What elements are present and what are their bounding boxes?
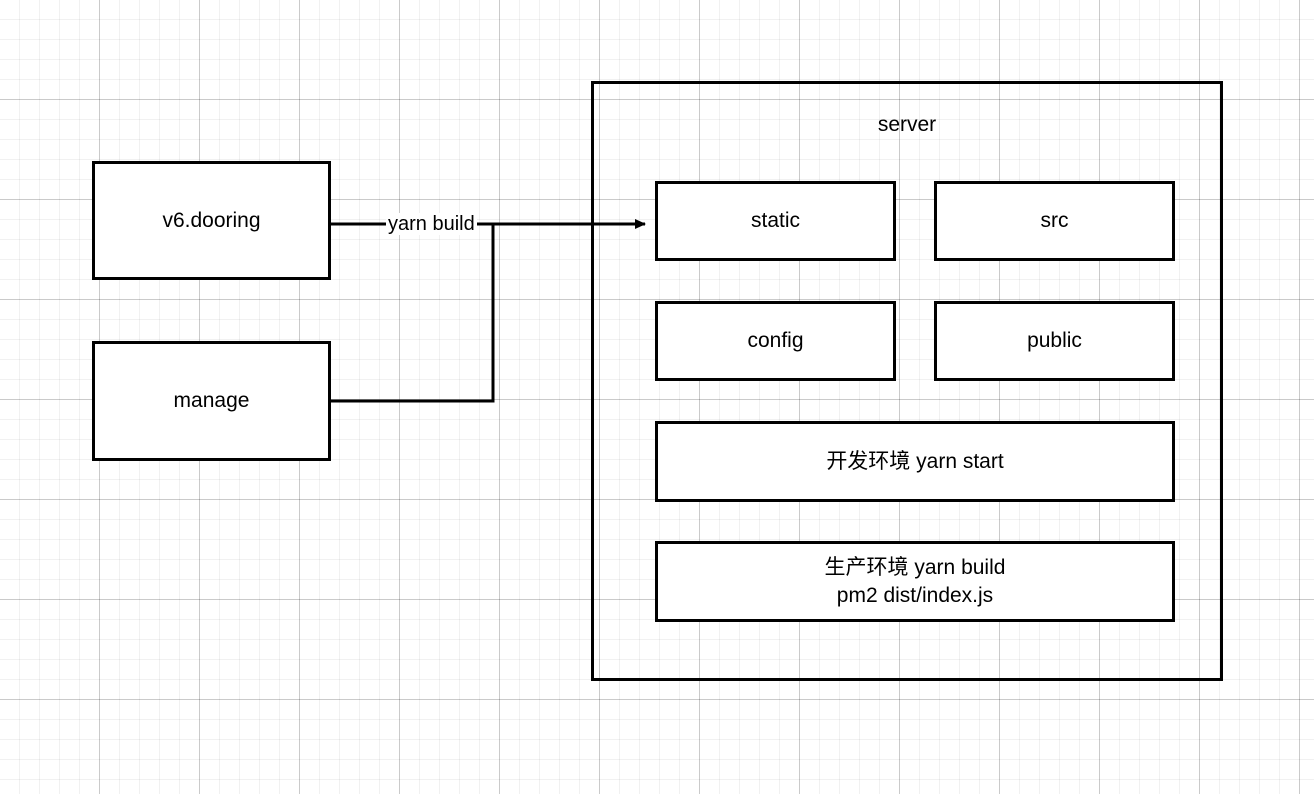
- container-server-label: server: [877, 113, 937, 136]
- container-server[interactable]: server: [591, 81, 1223, 681]
- node-v6-dooring[interactable]: v6.dooring: [92, 161, 331, 280]
- node-static[interactable]: static: [655, 181, 896, 261]
- node-src[interactable]: src: [934, 181, 1175, 261]
- edge-label-yarn-build: yarn build: [386, 213, 477, 235]
- edge-manage-static: [331, 224, 495, 403]
- node-prod-environment[interactable]: 生产环境 yarn build pm2 dist/index.js: [655, 541, 1175, 622]
- node-dev-environment[interactable]: 开发环境 yarn start: [655, 421, 1175, 502]
- node-config[interactable]: config: [655, 301, 896, 381]
- node-manage[interactable]: manage: [92, 341, 331, 461]
- node-public[interactable]: public: [934, 301, 1175, 381]
